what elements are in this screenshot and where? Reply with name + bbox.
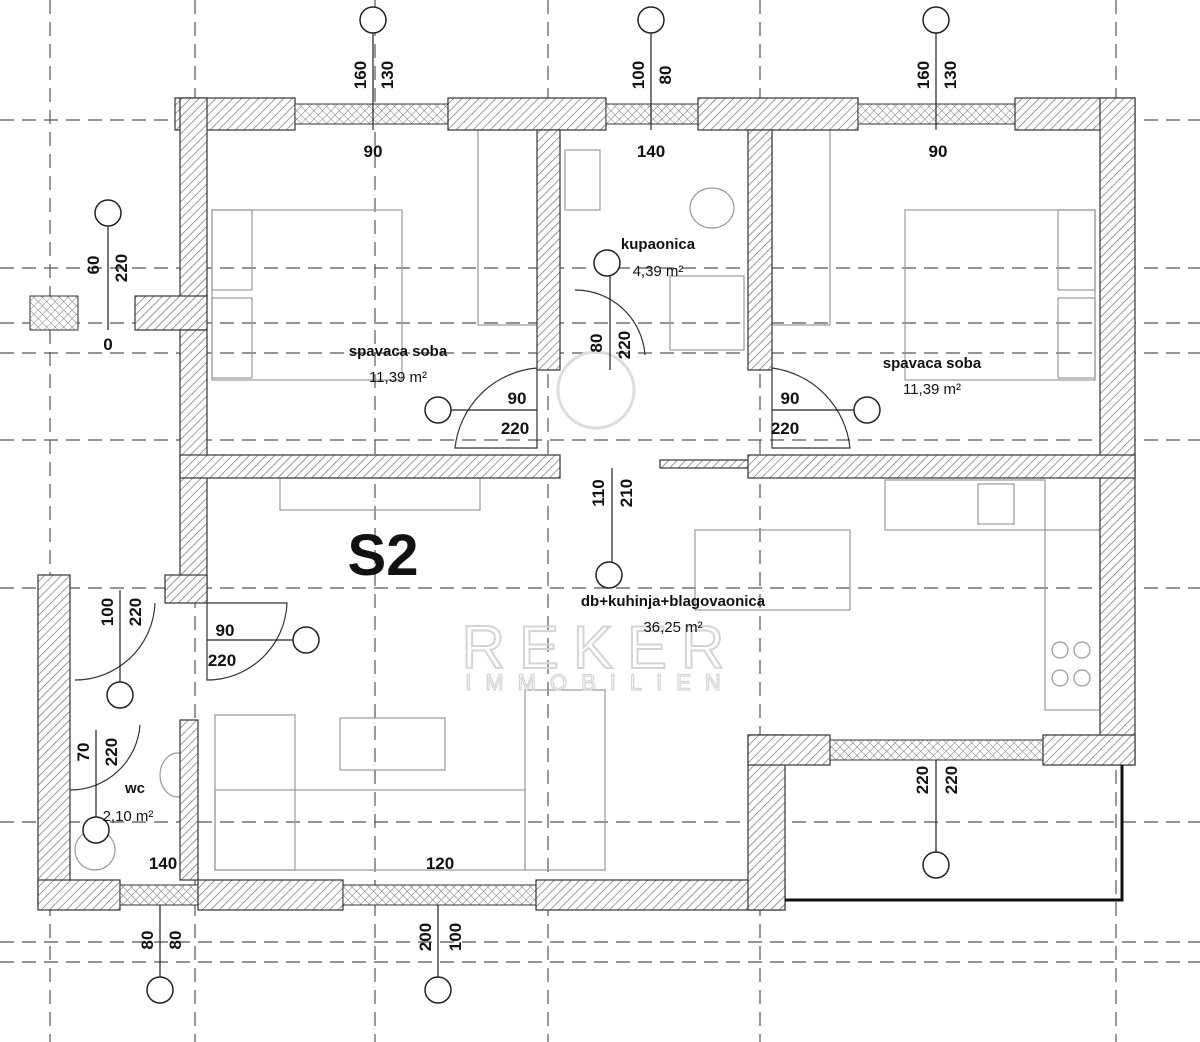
marker-circle [359,6,387,34]
dim-label: 220 [112,254,131,282]
room-area: 4,39 m² [633,263,684,280]
unit-label: S2 [348,523,419,588]
dim-label: 90 [929,142,948,161]
marker-circle [637,6,665,34]
room-name: spavaca soba [883,355,982,372]
marker-circle [593,249,621,277]
dim-label: 80 [138,931,157,950]
marker-circle [595,561,623,589]
dim-label: 220 [913,766,932,794]
dim-label: 80 [656,66,675,85]
marker-circle [94,199,122,227]
dim-label: 220 [771,419,799,438]
dim-label: 160 [914,61,933,89]
dim-label: 70 [74,743,93,762]
marker-circle [82,816,110,844]
dim-label: 60 [84,256,103,275]
room-name: wc [124,780,145,797]
dim-label: 130 [941,61,960,89]
room-name: db+kuhinja+blagovaonica [581,593,766,610]
dimension-labels: 160 130 90 100 80 140 160 130 90 60 220 … [74,61,961,951]
dim-label: 220 [208,651,236,670]
room-labels: S2 kupaonica 4,39 m² spavaca soba 11,39 … [103,236,982,825]
dim-label: 110 [589,479,608,506]
dim-label: 80 [587,334,606,353]
door-swings [69,289,851,791]
dim-label: 90 [216,621,235,640]
room-area: 11,39 m² [903,381,961,398]
marker-circle [922,851,950,879]
watermark-line1: REKER [462,614,739,681]
watermark-line2: IMMOBILIEN [465,670,735,695]
dim-label: 220 [615,331,634,359]
marker-circle [424,976,452,1004]
dim-label: 160 [351,61,370,89]
dim-label: 200 [416,923,435,951]
room-area: 2,10 m² [103,808,154,825]
dim-label: 100 [446,923,465,951]
dim-label: 220 [501,419,529,438]
dim-label: 140 [149,854,177,873]
markers [82,6,950,1004]
marker-circle [106,681,134,709]
dim-label: 220 [102,738,121,766]
dim-label: 90 [781,389,800,408]
room-area: 11,39 m² [369,369,427,386]
dim-label: 100 [629,61,648,89]
dim-label: 130 [378,61,397,89]
marker-circle [922,6,950,34]
walls [29,97,1136,911]
dim-label: 100 [98,598,117,626]
dim-label: 220 [126,598,145,626]
watermark: REKER IMMOBILIEN [461,350,739,696]
dim-label: 80 [166,931,185,950]
room-name: spavaca soba [349,343,448,360]
marker-circle [853,396,881,424]
dim-label: 90 [364,142,383,161]
dim-label: 210 [617,479,636,507]
room-area: 36,25 m² [643,619,702,636]
dim-label: 120 [426,854,454,873]
dim-label: 220 [942,766,961,794]
marker-circle [424,396,452,424]
marker-circle [292,626,320,654]
marker-circle [146,976,174,1004]
dim-label: 90 [508,389,527,408]
dim-label: 0 [103,335,112,354]
room-name: kupaonica [621,236,696,253]
dim-label: 140 [637,142,665,161]
